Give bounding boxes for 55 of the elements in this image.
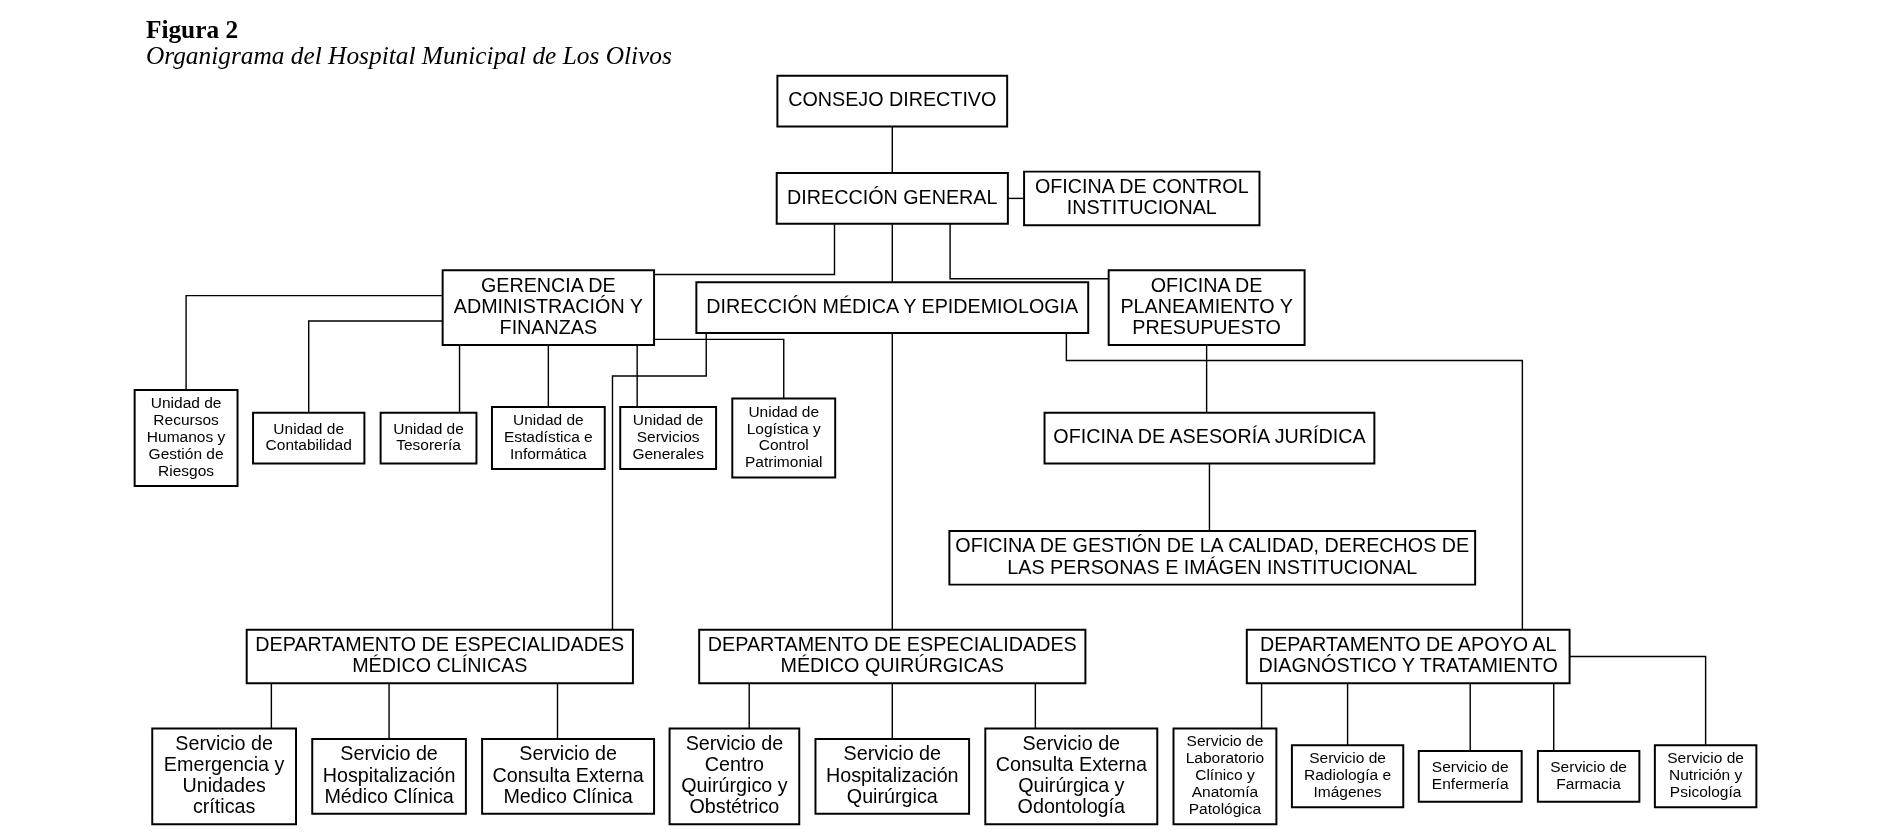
- connector: [635, 344, 638, 408]
- connector: [458, 344, 460, 414]
- node-box: DEPARTAMENTO DE APOYO AL DIAGNÓSTICO Y TRATAMIENTO: [1245, 628, 1571, 685]
- connector: [1065, 332, 1523, 631]
- connector: [556, 683, 558, 740]
- node-box: Unidad de Estadística e Informática: [490, 406, 606, 471]
- node-box: Servicio de Emergencia y Unidades críticas: [150, 727, 297, 826]
- node-box: Unidad de Recursos Humanos y Gestión de Riesgos: [133, 389, 239, 487]
- connector: [1034, 683, 1036, 729]
- connector: [1260, 683, 1262, 729]
- node-box: Servicio de Centro Quirúrgico y Obstétrico: [668, 727, 800, 826]
- node-box: DIRECCIÓN MÉDICA Y EPIDEMIOLOGIA: [694, 281, 1089, 334]
- node-box: OFICINA DE GESTIÓN DE LA CALIDAD, DERECHOS DE LAS PERSONAS E IMÁGEN INSTITUCIONAL: [947, 530, 1476, 586]
- node-box: OFICINA DE PLANEAMIENTO Y PRESUPUESTO: [1107, 269, 1306, 346]
- connector: [891, 126, 893, 174]
- node-box: Unidad de Tesorería: [379, 411, 477, 465]
- connector: [1346, 683, 1348, 746]
- node-box: Unidad de Logística y Control Patrimonial: [730, 397, 836, 479]
- connector: [653, 338, 784, 400]
- node-box: GERENCIA DE ADMINISTRACIÓN Y FINANZAS: [441, 269, 655, 346]
- connector: [270, 683, 272, 729]
- connector: [1552, 683, 1554, 752]
- node-box: Unidad de Contabilidad: [251, 411, 365, 465]
- node-box: DEPARTAMENTO DE ESPECIALIDADES MÉDICO QUIRÚRGICAS: [697, 628, 1086, 685]
- connector: [748, 683, 750, 729]
- diagram-title: Figura 2: [145, 15, 238, 44]
- node-box: Unidad de Servicios Generales: [618, 406, 717, 471]
- connector: [387, 683, 390, 740]
- node-box: DEPARTAMENTO DE ESPECIALIDADES MÉDICO CLÍNICAS: [245, 628, 634, 685]
- node-box: Servicio de Consulta Externa Quirúrgica y Odontología: [983, 727, 1158, 826]
- connector: [1568, 655, 1706, 746]
- connector: [1469, 683, 1471, 752]
- node-box: OFICINA DE ASESORÍA JURÍDICA: [1043, 411, 1375, 465]
- connector: [891, 332, 893, 631]
- node-box: Servicio de Enfermería: [1417, 749, 1523, 803]
- connector: [948, 223, 1109, 280]
- connector: [891, 683, 893, 740]
- node-box: OFICINA DE CONTROL INSTITUCIONAL: [1022, 170, 1260, 227]
- node-box: Servicio de Radiología e Imágenes: [1290, 744, 1404, 809]
- connector: [307, 320, 443, 414]
- connector: [1205, 344, 1207, 414]
- node-box: DIRECCIÓN GENERAL: [775, 172, 1009, 225]
- node-box: Servicio de Hospitalización Quirúrgica: [814, 738, 970, 815]
- node-box: Servicio de Farmacia: [1536, 749, 1640, 803]
- connector: [184, 294, 443, 391]
- node-box: Servicio de Laboratorio Clínico y Anatomía Patológica: [1172, 727, 1277, 826]
- connector: [611, 332, 707, 631]
- node-box: Servicio de Hospitalización Médico Clínica: [310, 738, 467, 815]
- node-box: Servicio de Nutrición y Psicología: [1653, 744, 1757, 809]
- node-box: CONSEJO DIRECTIVO: [775, 74, 1008, 128]
- connector: [652, 223, 835, 276]
- connector: [891, 223, 893, 283]
- node-box: Servicio de Consulta Externa Medico Clínica: [480, 738, 655, 815]
- connector: [1208, 462, 1210, 532]
- connector: [547, 344, 549, 408]
